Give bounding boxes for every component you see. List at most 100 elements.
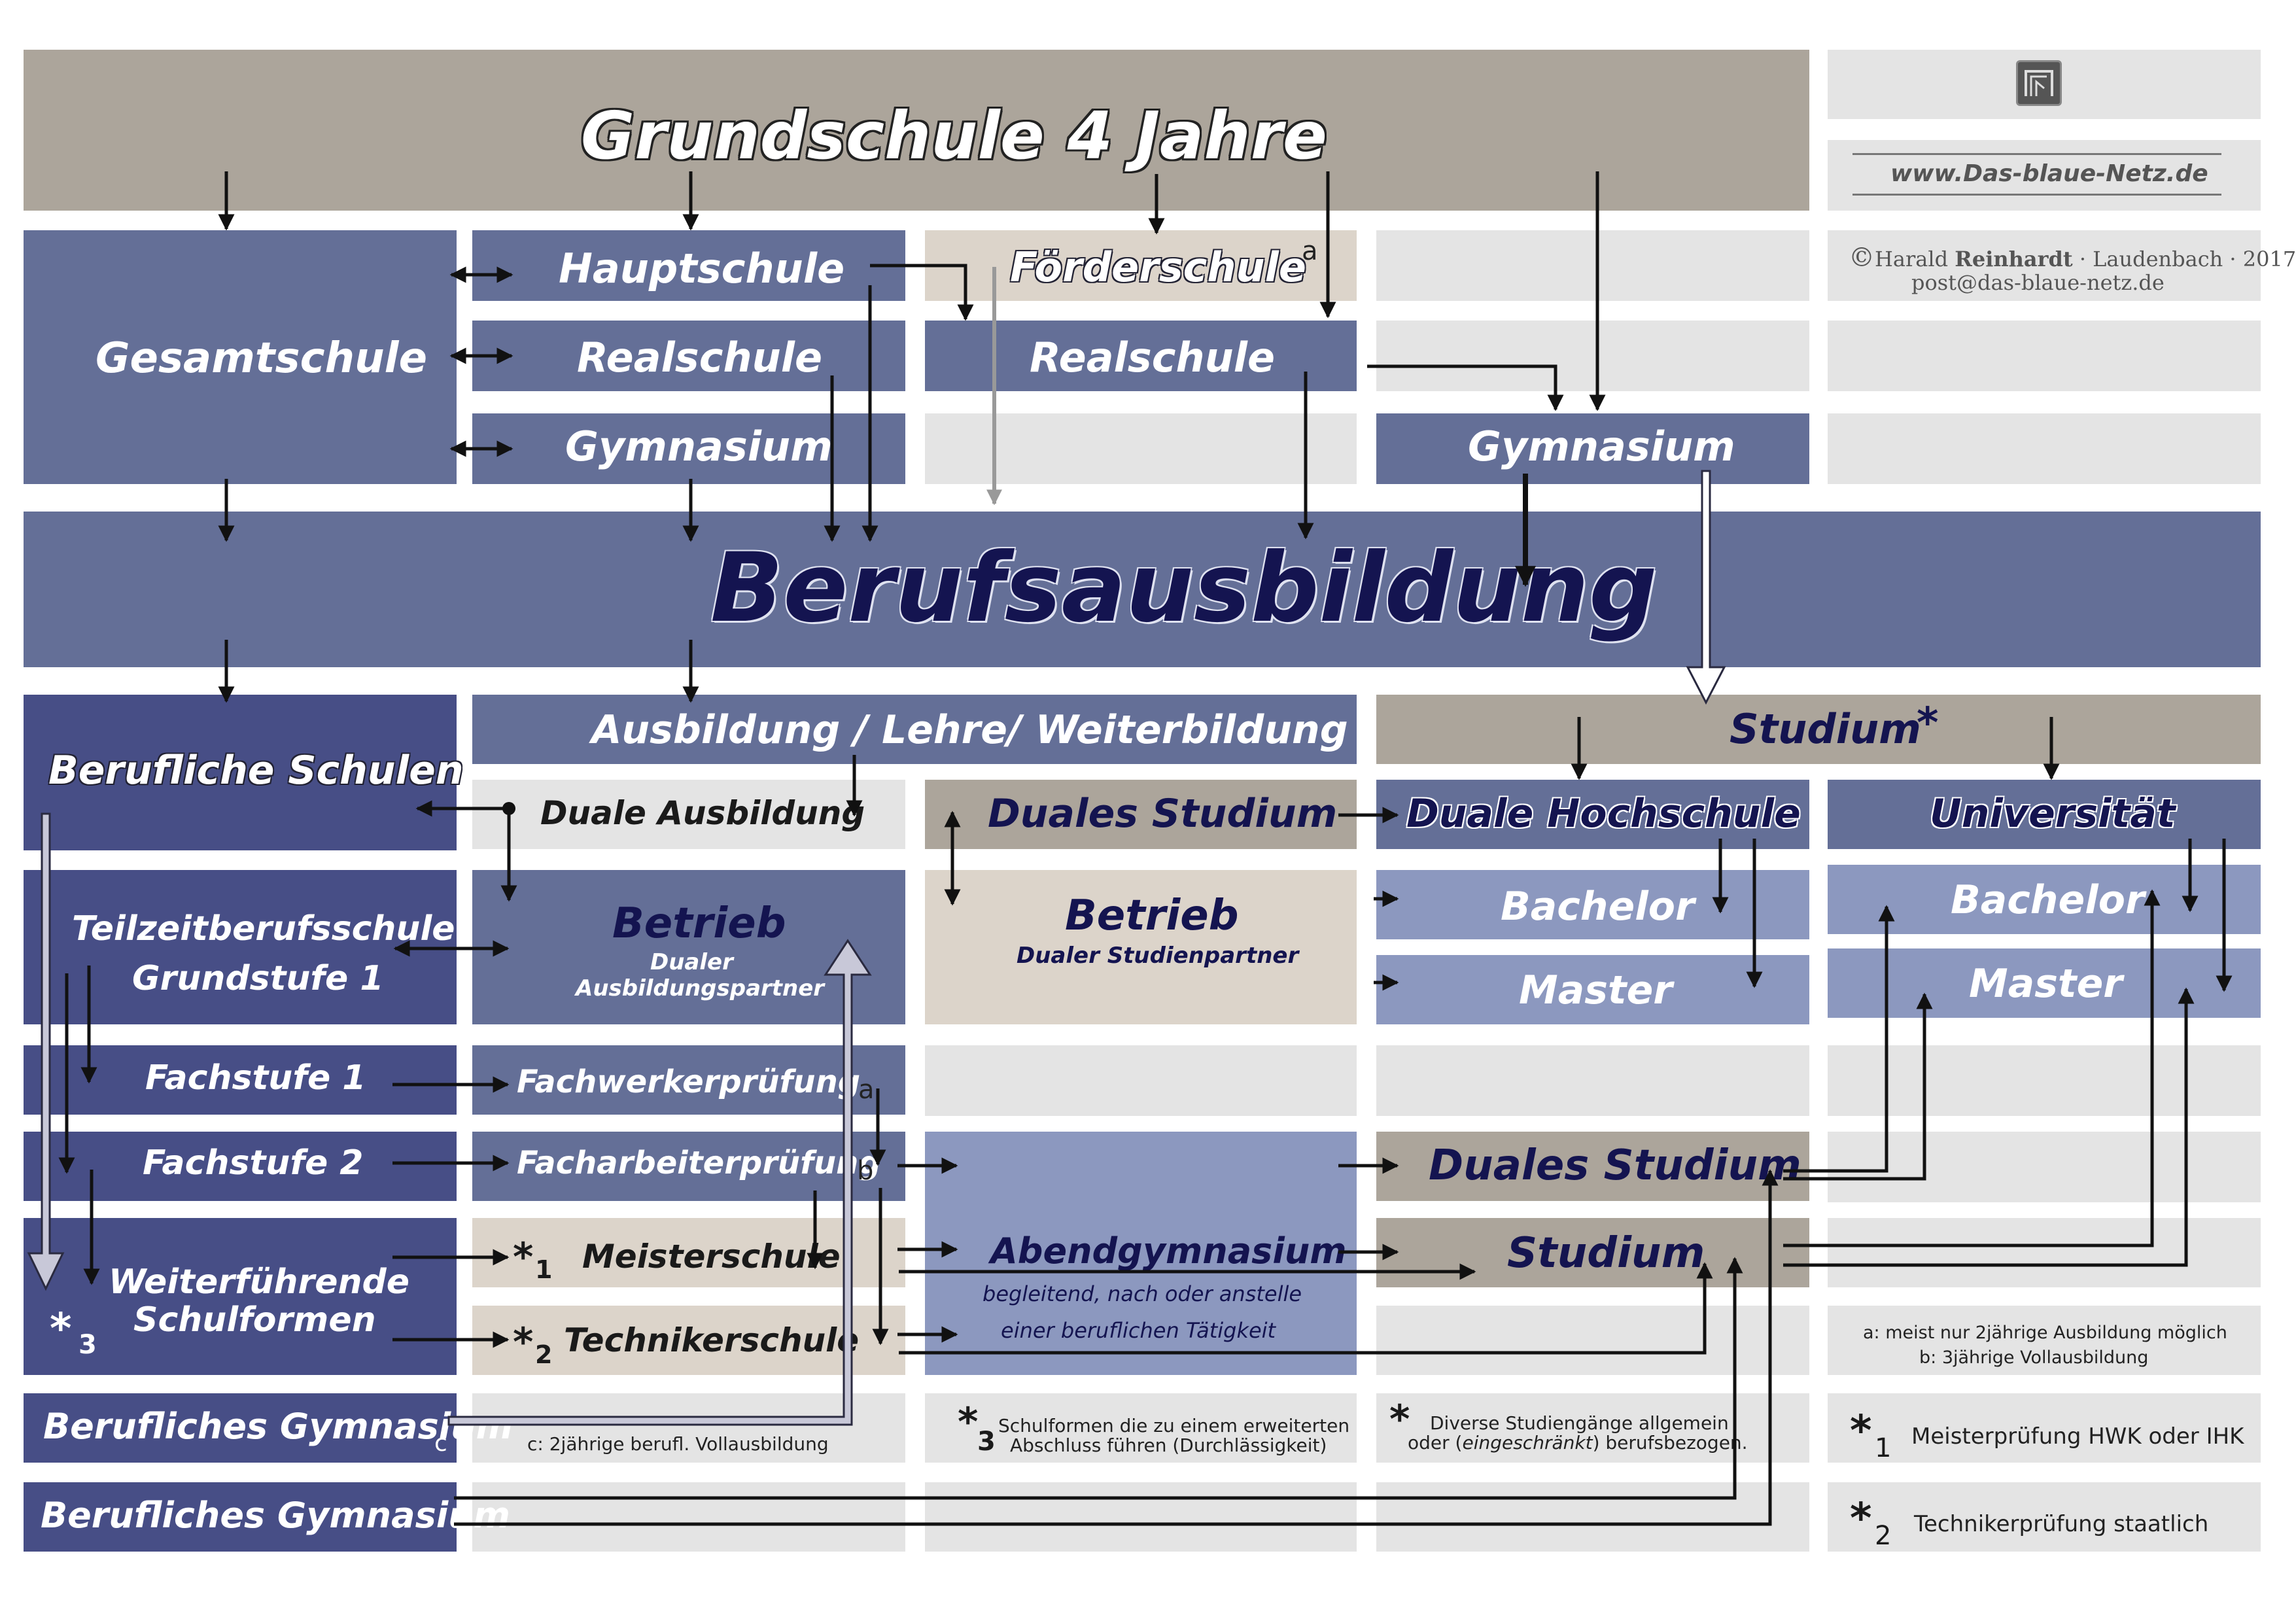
arrow <box>1783 987 2195 1267</box>
studium2-box <box>1376 1218 1809 1287</box>
technikerschule-label: Technikerschule <box>564 1321 860 1359</box>
duale-hochschule-box <box>1376 780 1809 849</box>
betrieb-studium-box <box>925 870 1357 1024</box>
arrow-lines <box>58 171 2233 1526</box>
arrow <box>1783 889 2161 1247</box>
website-link[interactable]: www.Das-blaue-Netz.de <box>1890 160 2208 187</box>
note-c: c: 2jährige berufl. Vollausbildung <box>527 1433 829 1455</box>
author-email[interactable]: post@das-blaue-netz.de <box>1911 270 2165 295</box>
note-star-line2a: oder ( <box>1408 1432 1463 1453</box>
grid-cell <box>1828 230 2261 301</box>
note-star-mark: * <box>1389 1397 1410 1442</box>
meister-mark: * <box>513 1234 534 1280</box>
legend-star1-mark: * <box>1850 1407 1872 1455</box>
arrow <box>454 1169 1779 1526</box>
author-last: Reinhardt <box>1955 247 2073 271</box>
grid-cell <box>1376 321 1809 391</box>
author-rest: · Laudenbach · 2017 <box>2072 247 2296 271</box>
master-uni-box <box>1828 948 2261 1018</box>
teilzeit-box <box>24 870 457 1024</box>
meisterschule-box <box>472 1218 905 1287</box>
bachelor-dh-label: Bachelor <box>1501 884 1695 930</box>
abend-sub2: einer beruflichen Tätigkeit <box>1001 1318 1276 1343</box>
author-first: Harald <box>1875 247 1955 271</box>
note3-mark: * <box>958 1399 979 1445</box>
betrieb-label: Betrieb <box>612 899 786 948</box>
duale-hochschule-label: Duale Hochschule <box>1406 791 1801 837</box>
gesamtschule-label: Gesamtschule <box>96 334 427 383</box>
technikerschule-box <box>472 1306 905 1375</box>
berufl-gym-note: c <box>434 1430 447 1457</box>
fachstufe2-label: Fachstufe 2 <box>143 1143 364 1183</box>
foerderschule-label: Förderschule <box>1010 243 1306 291</box>
copyright-line: ©Harald Reinhardt · Laudenbach · 2017 <box>1849 241 2296 275</box>
berufl-gym2-box <box>24 1482 457 1552</box>
note3-line2: Abschluss führen (Durchlässigkeit) <box>1010 1435 1327 1456</box>
facharbeiter-box <box>472 1132 905 1201</box>
realschule2-label: Realschule <box>1030 334 1276 381</box>
berufliche-schulen-box <box>24 695 457 850</box>
ausbildung-header-box <box>472 695 1357 764</box>
note-star-line2b: eingeschränkt <box>1462 1432 1593 1453</box>
studium-header-label: Studium <box>1730 705 1921 753</box>
duales-studium2-box <box>1376 1132 1809 1201</box>
website-rule-bottom <box>1852 194 2221 196</box>
grid-cell <box>925 1045 1357 1116</box>
betrieb-box <box>472 870 905 1024</box>
duales-studium-box <box>925 780 1357 849</box>
techniker-sub: 2 <box>535 1340 553 1369</box>
hauptschule-box <box>472 230 905 301</box>
hollow-arrows <box>27 470 1726 1426</box>
grundschule-box <box>24 50 1809 211</box>
bachelor-dh-box <box>1376 870 1809 939</box>
grid-cell <box>1828 413 2261 484</box>
grid-cell <box>472 1393 905 1463</box>
betrieb-studium-sub: Dualer Studienpartner <box>1017 943 1299 969</box>
duales-studium2-label: Duales Studium <box>1429 1141 1801 1190</box>
meisterschule-label: Meisterschule <box>582 1238 841 1276</box>
universitaet-box <box>1828 780 2261 849</box>
gesamtschule-box <box>24 230 457 484</box>
abendgymnasium-label: Abendgymnasium <box>990 1230 1347 1272</box>
hollow-arrow <box>27 812 65 1291</box>
duale-ausbildung-label: Duale Ausbildung <box>540 794 865 832</box>
legend-star1-text: Meisterprüfung HWK oder IHK <box>1911 1423 2244 1450</box>
fachwerker-note: a <box>858 1075 875 1105</box>
gymnasium2-label: Gymnasium <box>1468 423 1735 470</box>
bachelor-uni-label: Bachelor <box>1951 877 2145 923</box>
arrow <box>870 264 974 321</box>
weiterfuehrende-box <box>24 1218 457 1375</box>
weiter-mark: * <box>50 1305 72 1353</box>
legend-star2-text: Technikerprüfung staatlich <box>1914 1511 2209 1537</box>
universitaet-label: Universität <box>1930 791 2176 837</box>
foerderschule-note: a <box>1302 236 1318 266</box>
fachstufe1-label: Fachstufe 1 <box>145 1058 366 1098</box>
arrow <box>1367 364 1564 411</box>
grid-cell <box>1828 1218 2261 1287</box>
grid-cell <box>925 1393 1357 1463</box>
master-uni-label: Master <box>1969 961 2123 1007</box>
grid-cell <box>1828 1306 2261 1375</box>
weiterfuehrende-label1: Weiterführende <box>109 1262 409 1302</box>
abend-sub1: begleitend, nach oder anstelle <box>983 1281 1302 1306</box>
studium2-label: Studium <box>1507 1229 1705 1278</box>
legend-star1-sub: 1 <box>1875 1433 1892 1463</box>
ausbildung-header-label: Ausbildung / Lehre/ Weiterbildung <box>591 707 1348 753</box>
betrieb-sub2: Ausbildungspartner <box>576 975 825 1001</box>
grid-cell <box>1828 321 2261 391</box>
legend-note-a: a: meist nur 2jährige Ausbildung möglich <box>1863 1323 2227 1343</box>
note-star-line2: oder (eingeschränkt) berufsbezogen. <box>1408 1431 1748 1455</box>
weiterfuehrende-label2: Schulformen <box>133 1300 376 1340</box>
realschule-label: Realschule <box>577 334 823 381</box>
arrow <box>899 1262 1713 1355</box>
hollow-arrow <box>1686 470 1726 705</box>
master-dh-label: Master <box>1519 967 1673 1013</box>
grid-cell <box>1828 1132 2261 1202</box>
arrow <box>1783 992 1933 1181</box>
duales-studium-label: Duales Studium <box>988 791 1338 837</box>
website-rule-top <box>1852 153 2221 155</box>
grid-cell <box>1376 1482 1809 1552</box>
grid-cell <box>1828 1482 2261 1552</box>
